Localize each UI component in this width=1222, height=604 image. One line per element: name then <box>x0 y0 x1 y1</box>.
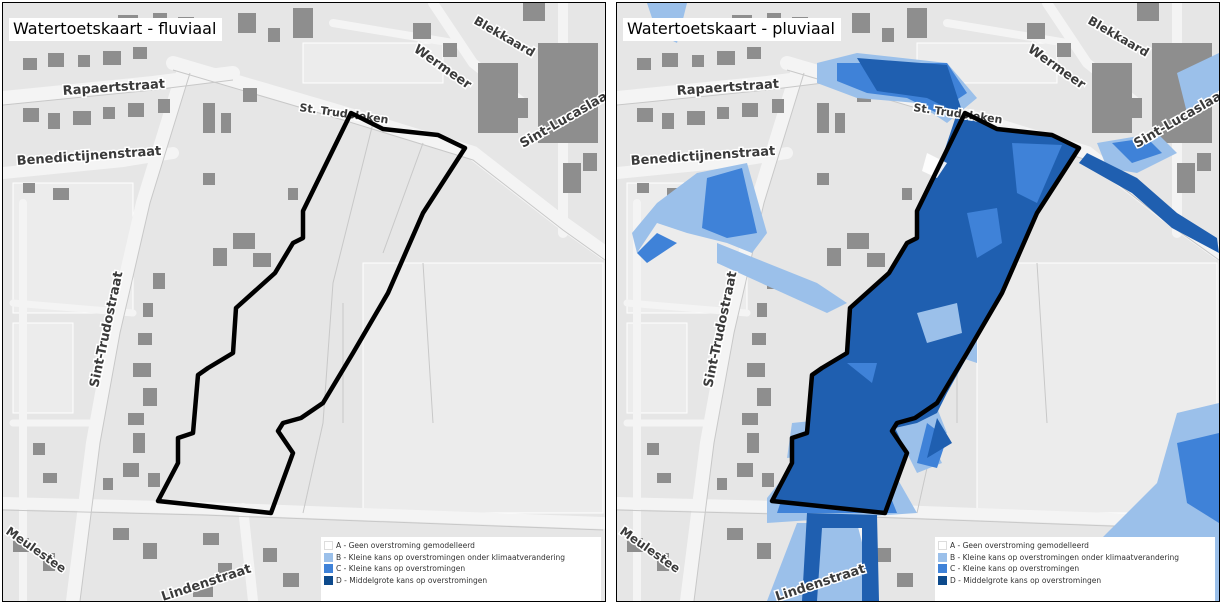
map-canvas-pluviaal[interactable]: Rapaertstraat Benedictijnenstraat Blekka… <box>617 3 1219 601</box>
legend-item-c: C - Kleine kans op overstromingen <box>324 563 601 575</box>
legend-swatch-d <box>324 575 333 585</box>
legend-swatch-a <box>324 541 333 551</box>
map-legend: A - Geen overstroming gemodelleerd B - K… <box>321 537 601 601</box>
map-panel-pluviaal[interactable]: Rapaertstraat Benedictijnenstraat Blekka… <box>616 2 1220 602</box>
legend-item-a: A - Geen overstroming gemodelleerd <box>938 540 1215 552</box>
legend-item-c: C - Kleine kans op overstromingen <box>938 563 1215 575</box>
legend-item-d: D - Middelgrote kans op overstromingen <box>324 575 601 587</box>
legend-swatch-b <box>938 552 947 562</box>
legend-item-d: D - Middelgrote kans op overstromingen <box>938 575 1215 587</box>
map-canvas-fluviaal[interactable]: Rapaertstraat Benedictijnenstraat Blekka… <box>3 3 605 601</box>
legend-swatch-d <box>938 575 947 585</box>
legend-item-b: B - Kleine kans op overstromingen onder … <box>324 552 601 564</box>
map-legend: A - Geen overstroming gemodelleerd B - K… <box>935 537 1215 601</box>
legend-swatch-a <box>938 541 947 551</box>
legend-item-a: A - Geen overstroming gemodelleerd <box>324 540 601 552</box>
legend-swatch-c <box>938 564 947 574</box>
map-title: Watertoetskaart - fluviaal <box>9 18 223 41</box>
legend-item-b: B - Kleine kans op overstromingen onder … <box>938 552 1215 564</box>
map-panel-fluviaal[interactable]: Rapaertstraat Benedictijnenstraat Blekka… <box>2 2 606 602</box>
legend-swatch-c <box>324 564 333 574</box>
map-title: Watertoetskaart - pluviaal <box>623 18 841 41</box>
legend-swatch-b <box>324 552 333 562</box>
